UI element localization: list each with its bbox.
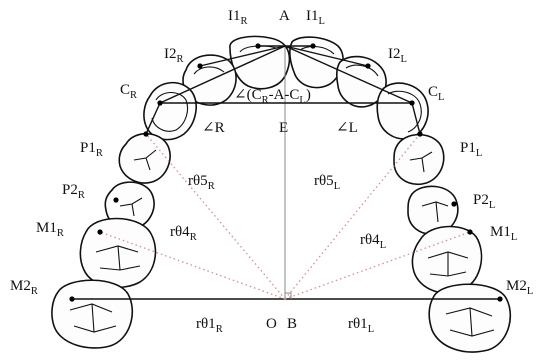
tooth-i2l xyxy=(335,55,387,108)
point-cl xyxy=(409,100,415,106)
label-p2r: P2R xyxy=(62,182,85,201)
label-r4l: rθ4L xyxy=(360,232,386,251)
point-i2r xyxy=(197,63,203,69)
point-m1l xyxy=(467,229,473,235)
label-o: O xyxy=(266,316,277,332)
label-r5r: rθ5R xyxy=(188,173,215,192)
label-r1r: rθ1R xyxy=(196,316,223,335)
tooth-m2r xyxy=(51,279,134,349)
label-r1l: rθ1L xyxy=(348,316,374,335)
point-p1l xyxy=(417,131,423,137)
label-p1l: P1L xyxy=(460,140,482,159)
landmark-points xyxy=(69,43,503,302)
label-a: A xyxy=(279,8,290,24)
label-p1r: P1R xyxy=(80,140,103,159)
label-cl: CL xyxy=(428,84,444,103)
point-i1r xyxy=(255,43,261,49)
label-m2l: M2L xyxy=(506,278,533,297)
point-m1r xyxy=(97,229,103,235)
label-r5l: rθ5L xyxy=(314,173,340,192)
point-i2l xyxy=(365,63,371,69)
label-i2r: I2R xyxy=(164,46,184,65)
label-angle-r: ∠R xyxy=(202,120,225,136)
point-m2l xyxy=(497,296,503,302)
label-m2r: M2R xyxy=(10,278,38,297)
point-p1r xyxy=(143,131,149,137)
label-i2l: I2L xyxy=(388,46,407,65)
label-b: B xyxy=(287,316,297,332)
tooth-cr xyxy=(143,81,197,141)
label-r4r: rθ4R xyxy=(170,224,197,243)
label-angle-l: ∠L xyxy=(336,120,358,136)
point-p2l xyxy=(451,201,457,207)
labels: A I1R I1L I2R I2L CR CL ∠(CR-A-CL) ∠R E … xyxy=(10,8,533,335)
point-m2r xyxy=(69,296,75,302)
tooth-i1l xyxy=(289,36,344,89)
tooth-i1r xyxy=(229,35,291,90)
tooth-m1l xyxy=(411,225,483,294)
tooth-m2l xyxy=(428,283,512,353)
tooth-p2r xyxy=(104,181,155,230)
label-m1r: M1R xyxy=(36,220,64,239)
label-i1r: I1R xyxy=(228,8,248,27)
tooth-p1l xyxy=(393,133,445,186)
label-cr: CR xyxy=(120,82,137,101)
label-e: E xyxy=(279,120,288,136)
construction-lines xyxy=(72,45,500,300)
tooth-p1r xyxy=(118,132,171,184)
point-i1l xyxy=(310,43,316,49)
point-cr xyxy=(157,100,163,106)
label-angle-cac: ∠(CR-A-CL) xyxy=(234,87,311,106)
label-p2l: P2L xyxy=(473,192,495,211)
label-i1l: I1L xyxy=(306,8,325,27)
tooth-m1r xyxy=(79,217,157,289)
label-m1l: M1L xyxy=(490,224,517,243)
point-p2r xyxy=(113,197,119,203)
